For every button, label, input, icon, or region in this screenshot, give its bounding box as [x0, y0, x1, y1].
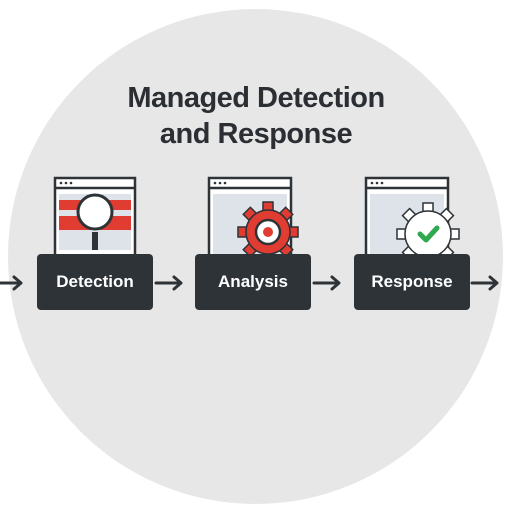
step-label-response: Response	[354, 254, 470, 310]
step-label-detection: Detection	[37, 254, 153, 310]
step-response: Response	[354, 174, 470, 314]
title-line-1: Managed Detection	[127, 82, 385, 114]
step-label-analysis: Analysis	[195, 254, 311, 310]
step-detection: Detection	[37, 174, 153, 314]
title-line-2: and Response	[159, 118, 353, 150]
step-analysis: Analysis	[195, 174, 311, 314]
diagram-title: Managed Detection and Response	[0, 80, 512, 152]
gear-icon	[207, 176, 299, 263]
arrow-left-edge	[0, 275, 23, 291]
arrow-right-edge	[470, 275, 499, 291]
arrow-analysis-to-response	[312, 275, 341, 291]
arrow-detection-to-analysis	[154, 275, 183, 291]
magnifier-icon	[53, 176, 137, 260]
